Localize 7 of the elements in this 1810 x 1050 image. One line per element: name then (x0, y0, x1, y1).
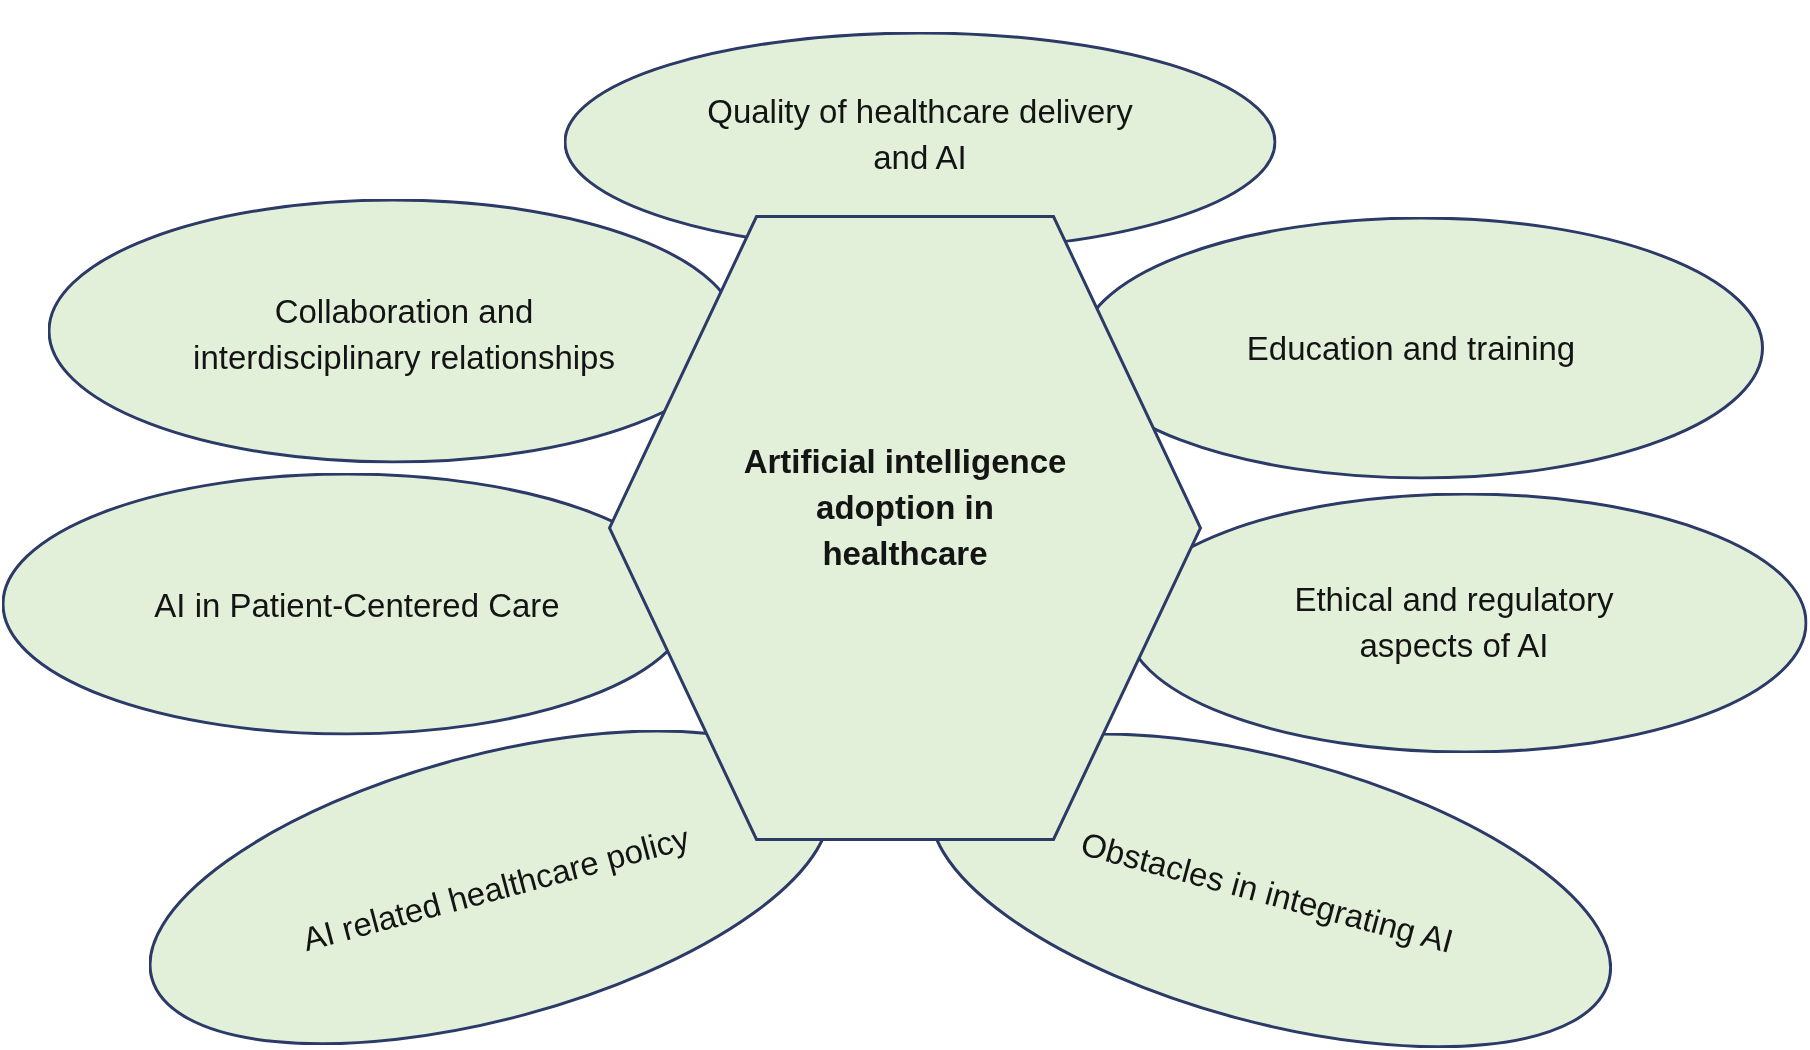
theme-label: Ethical and regulatory aspects of AI (1294, 581, 1614, 664)
theme-label: AI in Patient-Centered Care (154, 587, 560, 624)
theme-label: Quality of healthcare delivery and AI (707, 93, 1133, 176)
theme-label: Collaboration and interdisciplinary relationships (193, 293, 615, 376)
theme-label: Education and training (1246, 330, 1576, 367)
theme-label: AI related healthcare policy (298, 819, 693, 958)
central-label: Artificial intelligence adoption in healthcare (743, 443, 1067, 572)
